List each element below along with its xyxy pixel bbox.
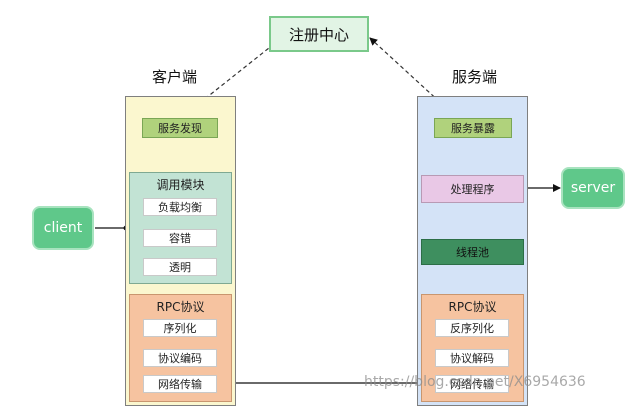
watermark-url: https://blog.csdn.net/X6954636 xyxy=(364,374,586,390)
protocol-encode-item: 协议编码 xyxy=(143,349,217,367)
server-side-heading: 服务端 xyxy=(452,68,498,86)
server-node: server xyxy=(561,167,625,209)
client-side-heading: 客户端 xyxy=(152,68,198,86)
client-node: client xyxy=(32,206,94,250)
serialize-item: 序列化 xyxy=(143,319,217,337)
registry-center-box: 注册中心 xyxy=(269,16,369,52)
fault-tolerance-item: 容错 xyxy=(143,229,217,247)
service-exposure-label: 服务暴露 xyxy=(451,122,495,135)
thread-pool-box: 线程池 xyxy=(421,239,524,265)
client-rpc-title: RPC协议 xyxy=(156,299,205,314)
dashed-arrow-registry-to-discovery xyxy=(181,43,275,118)
invoke-module-title: 调用模块 xyxy=(156,177,205,192)
dashed-arrow-exposure-to-registry xyxy=(369,37,456,117)
protocol-decode-item: 协议解码 xyxy=(435,349,509,367)
server-rpc-title: RPC协议 xyxy=(448,299,497,314)
deserialize-item: 反序列化 xyxy=(435,319,509,337)
thread-pool-label: 线程池 xyxy=(456,246,489,259)
client-network-transport-item: 网络传输 xyxy=(143,375,217,393)
service-discovery-box: 服务发现 xyxy=(142,118,218,138)
handler-box: 处理程序 xyxy=(421,175,524,203)
service-exposure-box: 服务暴露 xyxy=(434,118,512,138)
server-network-transport-item: 网络传输 xyxy=(435,375,509,393)
handler-label: 处理程序 xyxy=(450,183,495,196)
load-balance-item: 负载均衡 xyxy=(143,198,217,216)
client-node-label: client xyxy=(43,220,83,236)
transparency-item: 透明 xyxy=(143,258,217,276)
server-rpc-module: RPC协议 反序列化 协议解码 网络传输 xyxy=(421,294,524,402)
client-rpc-module: RPC协议 序列化 协议编码 网络传输 xyxy=(129,294,232,402)
invoke-module: 调用模块 负载均衡 容错 透明 xyxy=(129,172,232,284)
server-node-label: server xyxy=(570,180,616,196)
registry-label: 注册中心 xyxy=(288,25,349,44)
service-discovery-label: 服务发现 xyxy=(158,122,202,135)
